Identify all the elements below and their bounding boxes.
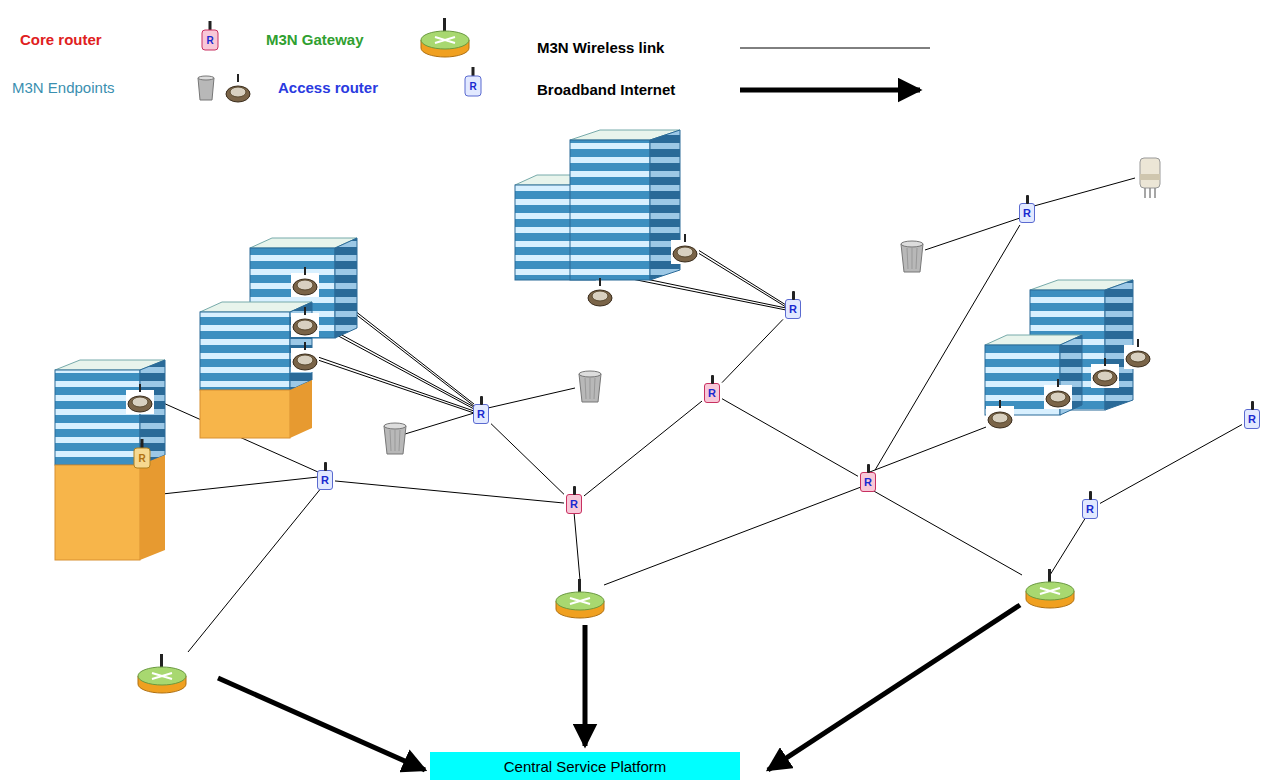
router-antenna (711, 375, 714, 384)
router-antenna (1026, 195, 1029, 204)
waste-bin-endpoint (579, 371, 601, 402)
wireless-link (188, 487, 322, 652)
wireless-link (491, 424, 564, 495)
icon-letter: R (138, 453, 145, 464)
building (985, 335, 1082, 415)
legend-text: M3N Endpoints (12, 79, 115, 96)
meter-endpoint (291, 307, 319, 337)
wireless-link (722, 399, 858, 477)
waste-bin-endpoint (901, 241, 923, 272)
meter-endpoint (671, 234, 699, 264)
wireless-link (1034, 178, 1135, 206)
gateway-icon (1026, 569, 1074, 608)
gateway-icon (421, 18, 469, 57)
wireless-link (405, 413, 474, 434)
router-icon (202, 21, 218, 50)
node-text: Central Service Platform (504, 758, 667, 775)
service-platform-box: Central Service Platform (430, 752, 740, 780)
access-router: R (1019, 203, 1035, 223)
node-text: R (864, 476, 872, 488)
router-antenna (1251, 401, 1254, 410)
access-router: R (785, 299, 801, 319)
node-text: R (1248, 413, 1256, 425)
router-antenna (573, 486, 576, 495)
wireless-link (1050, 517, 1086, 575)
wireless-link (695, 248, 786, 305)
router-antenna (324, 462, 327, 471)
wireless-link (875, 225, 1020, 470)
gateway-icon (556, 579, 604, 618)
access-router: R (1244, 409, 1260, 429)
legend-text: Core router (20, 31, 102, 48)
wireless-link (722, 319, 783, 382)
node-text: R (1086, 503, 1094, 515)
router-antenna (792, 291, 795, 300)
legend-bin-sample (198, 76, 214, 100)
building (55, 360, 165, 560)
gateway-icon (138, 654, 186, 693)
core-router: R (860, 472, 876, 492)
router-icon (465, 67, 481, 96)
wireless-link (604, 487, 861, 585)
wireless-link (925, 218, 1020, 250)
wireless-link (1100, 425, 1242, 504)
node-text: R (708, 387, 716, 399)
waste-bin-endpoint (384, 423, 406, 454)
node-text: R (570, 498, 578, 510)
legend-text: Access router (278, 79, 378, 96)
wireless-link (574, 512, 580, 580)
router-icon (134, 439, 150, 468)
access-router: R (473, 404, 489, 424)
meter-endpoint (986, 400, 1014, 430)
meter-endpoint (1124, 339, 1152, 369)
meter-endpoint (1091, 358, 1119, 388)
broadband-arrow (768, 605, 1020, 770)
wireless-link (488, 388, 575, 408)
meter-endpoint (291, 267, 319, 297)
broadband-arrow (218, 678, 425, 770)
router-antenna (867, 464, 870, 473)
access-router: R (1082, 499, 1098, 519)
building (570, 130, 680, 280)
legend-text: M3N Gateway (266, 31, 364, 48)
sensor-endpoint (1140, 158, 1160, 198)
legend-text: M3N Wireless link (537, 39, 664, 56)
core-router: R (704, 383, 720, 403)
router-antenna (480, 396, 483, 405)
meter-endpoint (126, 384, 154, 414)
wireless-link (318, 357, 474, 411)
wireless-link (584, 401, 702, 496)
meter-endpoint (224, 74, 252, 104)
wireless-link (318, 360, 474, 413)
node-text: R (1023, 207, 1031, 219)
wireless-link (335, 481, 564, 503)
broadband-arrow (583, 625, 588, 746)
core-router: R (566, 494, 582, 514)
meter-endpoint (1044, 379, 1072, 409)
legend-line-sample (740, 48, 930, 49)
legend-arrow-sample (740, 88, 920, 93)
meter-endpoint (291, 342, 319, 372)
wireless-link (318, 325, 474, 409)
node-text: R (321, 474, 329, 486)
icon-letter: R (469, 81, 476, 92)
legend-text: Broadband Internet (537, 81, 675, 98)
node-text: R (789, 303, 797, 315)
access-router: R (317, 470, 333, 490)
node-text: R (477, 408, 485, 420)
icon-letter: R (206, 35, 213, 46)
meter-endpoint (586, 278, 614, 308)
wireless-link (872, 490, 1022, 575)
router-antenna (1089, 491, 1092, 500)
